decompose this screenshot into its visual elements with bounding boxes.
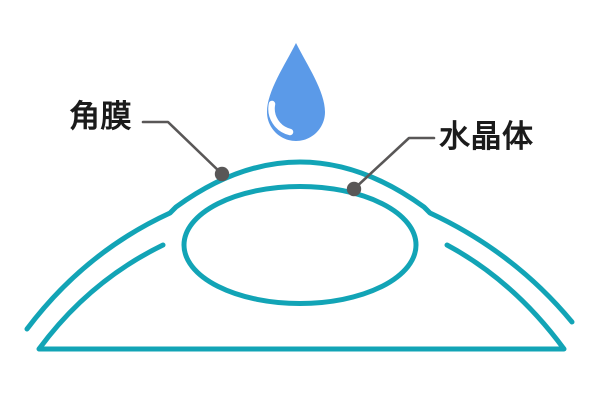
lens-label: 水晶体 [439,119,534,155]
cornea-outer-outline [24,159,575,332]
eye-base-outline [36,242,567,352]
lens-leader-dot [346,181,362,197]
lens-ellipse [181,184,419,306]
cornea-leader-line [141,120,224,176]
water-drop-icon [267,43,325,141]
lens-leader-line [352,136,436,191]
cornea-label: 角膜 [69,99,132,135]
cornea-leader-dot [214,166,230,182]
water-drop-body [267,43,325,141]
water-drop-highlight [268,100,294,136]
